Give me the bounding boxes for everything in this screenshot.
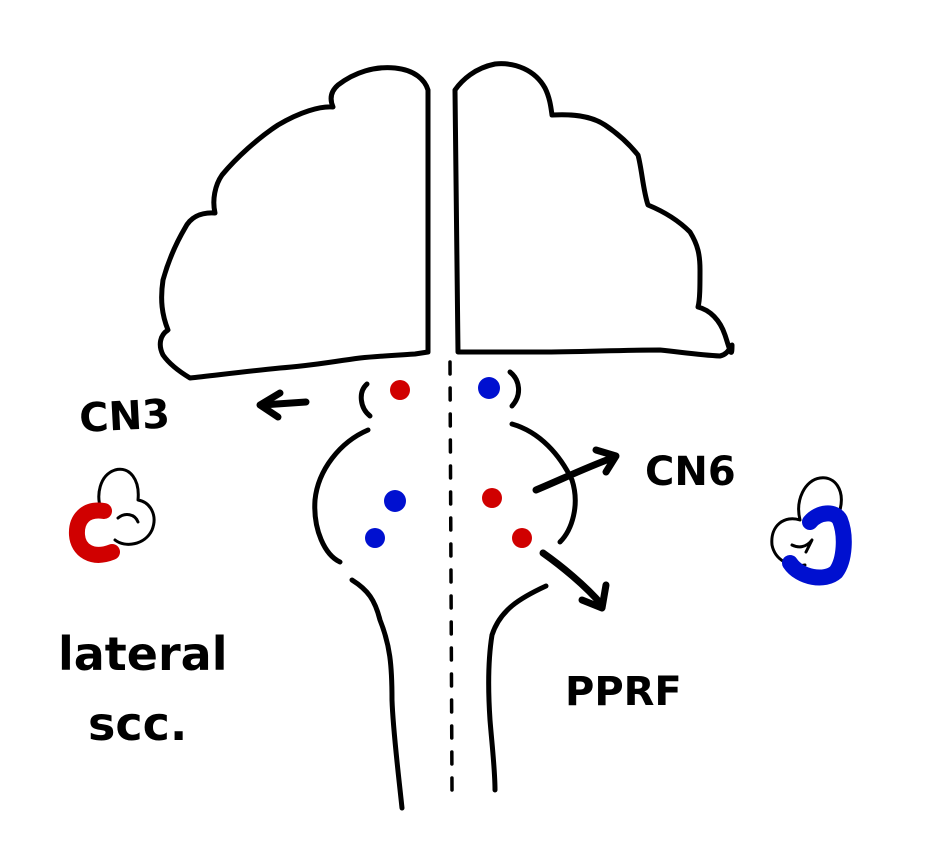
left-pons-nucleus-upper: [384, 490, 406, 512]
midline: [448, 360, 454, 792]
medulla-right-outline: [486, 583, 549, 793]
left-midbrain-nucleus: [390, 380, 410, 400]
medulla-left-outline: [349, 577, 405, 811]
cn6-arrow: [532, 446, 620, 494]
left-eye-red-highlight: [68, 502, 120, 563]
cn3-arrow: [256, 389, 310, 421]
pons-right-outline: [509, 421, 578, 545]
lateral-scc-label-line1: lateral: [58, 627, 228, 681]
midbrain-left-bracket: [358, 381, 373, 419]
lateral-scc-label-line2: scc.: [88, 697, 187, 751]
pprf-label: PPRF: [565, 669, 682, 715]
midbrain-right-bracket: [507, 369, 521, 409]
left-pons-nucleus-lower: [365, 528, 385, 548]
pprf-arrow: [539, 549, 610, 612]
right-eye: [770, 476, 852, 586]
right-midbrain-nucleus: [478, 377, 500, 399]
cn3-label: CN3: [78, 391, 171, 442]
left-eye: [68, 467, 156, 563]
right-pons-nucleus-lower: [512, 528, 532, 548]
right-pons-nucleus-upper: [482, 488, 502, 508]
left-cerebral-hemisphere: [157, 65, 431, 381]
pons-left-outline: [312, 427, 371, 565]
cn6-label: CN6: [645, 449, 736, 495]
right-eye-blue-highlight: [782, 505, 852, 586]
right-cerebral-hemisphere: [452, 61, 735, 359]
